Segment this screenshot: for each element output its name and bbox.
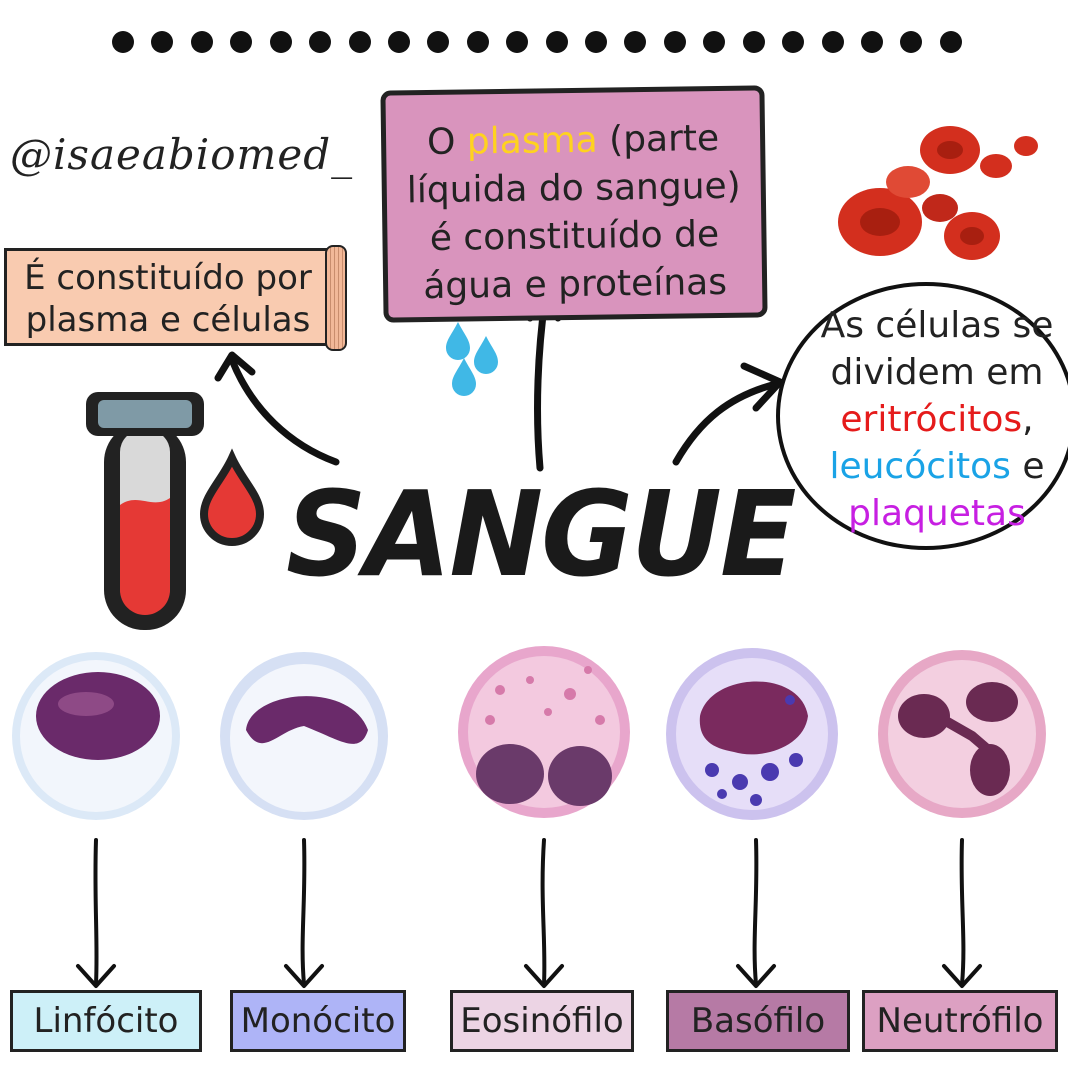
water-drops-icon <box>446 322 498 396</box>
composition-note: É constituído por plasma e células <box>4 245 347 351</box>
platelets-label: plaquetas <box>848 493 1026 534</box>
leukocytes-label: leucócitos <box>829 446 1011 487</box>
dot-divider <box>112 30 962 54</box>
eosinophil-image <box>458 646 630 818</box>
plasma-text-part1: O <box>426 121 468 164</box>
label-lymphocyte: Linfócito <box>10 990 202 1052</box>
plasma-line-1: O plasma (parte <box>392 114 755 167</box>
monocyte-image <box>220 652 388 820</box>
neutrophil-image <box>878 650 1046 818</box>
plasma-highlight: plasma <box>466 119 598 163</box>
plasma-text-part2: (parte <box>597 117 720 161</box>
plasma-line-2: líquida do sangue) <box>406 165 741 212</box>
label-eosinophil: Eosinófilo <box>450 990 634 1052</box>
page-title: SANGUE <box>286 466 796 604</box>
lymphocyte-image <box>12 652 180 820</box>
composition-line-1: É constituído por <box>24 258 312 298</box>
cells-speech-bubble: As células se dividem em eritrócitos, le… <box>776 282 1068 550</box>
red-blood-cells-icon <box>838 126 1038 260</box>
blood-drop-icon <box>199 448 265 546</box>
scroll-curl-decoration <box>325 245 347 351</box>
author-handle: @isaeabiomed_ <box>10 130 354 179</box>
label-neutrophil: Neutrófilo <box>862 990 1058 1052</box>
cells-line-4: leucócitos e <box>802 443 1068 490</box>
plasma-note: O plasma (parte líquida do sangue) é con… <box>380 85 768 323</box>
conjunction: e <box>1010 446 1045 487</box>
composition-line-2: plasma e células <box>25 300 311 340</box>
plasma-line-4: água e proteínas <box>423 261 728 308</box>
cells-line-1: As células se <box>820 305 1054 346</box>
test-tube-icon <box>86 392 204 630</box>
label-basophil: Basófilo <box>666 990 850 1052</box>
cells-line-3: eritrócitos, <box>802 396 1068 443</box>
cells-line-5: plaquetas <box>802 490 1068 537</box>
basophil-image <box>666 648 838 820</box>
label-monocyte: Monócito <box>230 990 406 1052</box>
plasma-line-3: é constituído de <box>429 213 720 260</box>
down-arrows <box>76 838 982 988</box>
comma: , <box>1022 399 1034 440</box>
erythrocytes-label: eritrócitos <box>840 399 1023 440</box>
cells-line-2: dividem em <box>830 352 1044 393</box>
